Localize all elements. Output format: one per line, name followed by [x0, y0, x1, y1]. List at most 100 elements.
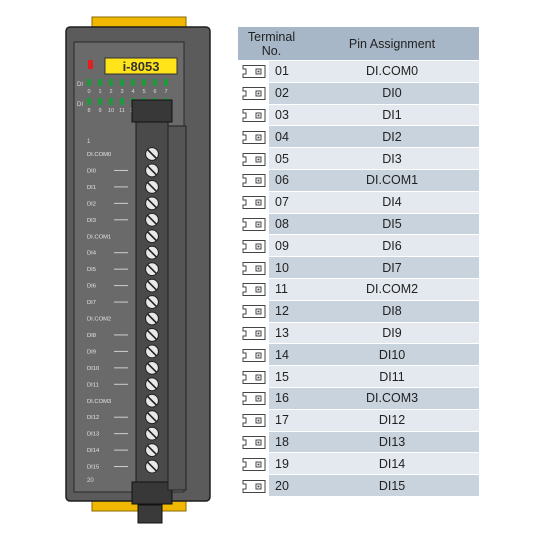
- led-channel-number: 10: [108, 108, 114, 114]
- status-led: [87, 79, 91, 86]
- led-row2-label: DI: [77, 102, 83, 108]
- status-led: [109, 98, 113, 105]
- terminal-number: 19: [269, 452, 306, 476]
- terminal-number: 20: [269, 474, 306, 497]
- pin-assignment: DI12: [305, 409, 480, 432]
- terminal-strip: DI.COM0DI0DI1DI2DI3DI.COM1DI4DI5DI6DI7DI…: [87, 147, 159, 474]
- terminal-number: 11: [269, 278, 306, 301]
- led-channel-number: 11: [119, 108, 125, 114]
- led-channel-number: 1: [98, 89, 101, 95]
- terminal-label: DI.COM1: [87, 234, 111, 240]
- screw-slot: [146, 428, 158, 439]
- screw-slot: [146, 412, 158, 423]
- terminal-number: 15: [269, 365, 306, 388]
- pin-assignment: DI.COM3: [305, 387, 480, 410]
- pin-assignment: DI2: [305, 125, 480, 149]
- terminal-number: 01: [269, 60, 306, 83]
- status-led: [120, 98, 124, 105]
- pin-assignment: DI9: [305, 322, 480, 345]
- terminal-label: DI5: [87, 267, 96, 273]
- led-channel-number: 8: [87, 108, 90, 114]
- terminal-number: 14: [269, 343, 306, 367]
- screw-slot: [146, 346, 158, 357]
- terminal-label: DI10: [87, 366, 99, 372]
- screw-slot: [146, 313, 158, 324]
- pin-assignment: DI3: [305, 147, 480, 170]
- terminal-number: 18: [269, 431, 306, 454]
- screw-slot: [146, 148, 158, 160]
- screw-slot: [146, 181, 158, 192]
- terminal-connector-icon: [238, 343, 269, 367]
- terminal-connector-icon: [238, 147, 269, 170]
- status-led: [120, 79, 124, 86]
- terminal-label: DI6: [87, 284, 96, 290]
- terminal-connector-icon: [238, 191, 269, 214]
- terminal-number: 09: [269, 234, 306, 258]
- terminal-connector-icon: [238, 474, 269, 497]
- terminal-label: DI2: [87, 201, 96, 207]
- screw-slot: [146, 461, 158, 472]
- terminal-connector-icon: [238, 365, 269, 388]
- screw-slot: [146, 280, 158, 291]
- status-led: [87, 98, 91, 105]
- terminal-connector-icon: [238, 234, 269, 258]
- connector-top-latch: [131, 99, 173, 123]
- bottom-tab: [137, 504, 163, 524]
- terminal-connector-icon: [238, 125, 269, 149]
- led-channel-number: 9: [98, 108, 101, 114]
- screw-slot: [146, 445, 158, 456]
- pin-assignment: DI.COM1: [305, 169, 480, 192]
- terminal-label: DI3: [87, 218, 96, 224]
- terminal-label: DI9: [87, 349, 96, 355]
- terminal-label: DI1: [87, 185, 96, 191]
- pin-assignment: DI.COM0: [305, 60, 480, 83]
- terminal-number: 10: [269, 256, 306, 279]
- terminal-connector-icon: [238, 169, 269, 192]
- header-terminal-no: Terminal No.: [238, 27, 306, 61]
- terminal-connector-icon: [238, 409, 269, 432]
- terminal-last-number: 20: [87, 478, 94, 484]
- terminal-label: DI.COM3: [87, 399, 111, 405]
- terminal-label: DI8: [87, 333, 96, 339]
- terminal-connector-icon: [238, 213, 269, 236]
- terminal-label: DI7: [87, 300, 96, 306]
- terminal-connector-icon: [238, 256, 269, 279]
- led-channel-number: 7: [164, 89, 167, 95]
- table-header-row: Terminal No. Pin Assignment: [238, 27, 480, 61]
- terminal-number: 17: [269, 409, 306, 432]
- status-led: [98, 98, 102, 105]
- screw-slot: [146, 247, 158, 258]
- terminal-number: 08: [269, 213, 306, 236]
- status-led: [109, 79, 113, 86]
- terminal-label: DI0: [87, 168, 96, 174]
- terminal-label: DI12: [87, 415, 99, 421]
- terminal-number: 16: [269, 387, 306, 410]
- terminal-number: 07: [269, 191, 306, 214]
- led-row1-label: DI: [77, 82, 83, 88]
- pin-assignment: DI13: [305, 431, 480, 454]
- pin-assignment: DI.COM2: [305, 278, 480, 301]
- header-pin-assignment: Pin Assignment: [305, 27, 480, 61]
- terminal-label: DI.COM0: [87, 152, 111, 158]
- led-channel-number: 6: [153, 89, 156, 95]
- model-label: i-8053: [123, 59, 160, 74]
- screw-slot: [146, 362, 158, 373]
- connector-bottom-latch: [131, 481, 173, 505]
- terminal-connector-icon: [238, 452, 269, 476]
- screw-slot: [146, 231, 158, 242]
- led-channel-number: 5: [142, 89, 145, 95]
- pin-assignment: DI10: [305, 343, 480, 367]
- terminal-number: 12: [269, 300, 306, 323]
